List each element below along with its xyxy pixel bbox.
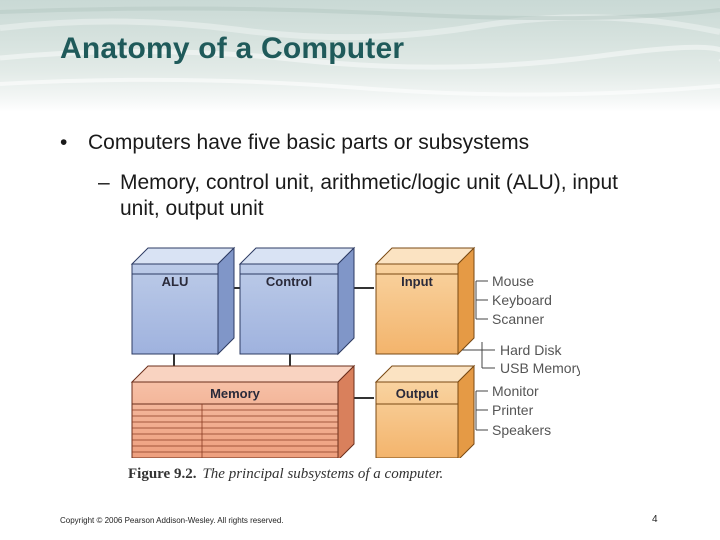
header-background: [0, 0, 720, 112]
control-unit: Control: [238, 246, 356, 356]
alu-label: ALU: [162, 274, 189, 289]
figure-number: Figure 9.2.: [128, 466, 197, 482]
device-label: Printer: [492, 402, 534, 418]
slide-title: Anatomy of a Computer: [60, 32, 405, 65]
output-label: Output: [396, 386, 439, 401]
control-label: Control: [266, 274, 312, 289]
device-leader-lines: [462, 280, 495, 431]
computer-subsystems-diagram: ALU Control Memory Input: [130, 246, 580, 458]
bullet-item: • Computers have five basic parts or subs…: [60, 131, 529, 155]
device-label: Keyboard: [492, 292, 552, 308]
sub-bullet-text: Memory, control unit, arithmetic/logic u…: [120, 171, 618, 220]
output-unit: Output: [374, 364, 476, 458]
memory-unit: Memory: [130, 364, 356, 458]
device-label: Speakers: [492, 422, 551, 438]
device-label: Monitor: [492, 383, 539, 399]
memory-cell-grid: [132, 404, 338, 458]
device-label: Hard Disk: [500, 342, 562, 358]
sub-bullet-marker: –: [98, 171, 110, 194]
page-number: 4: [652, 514, 658, 525]
device-label: USB Memory: [500, 360, 580, 376]
device-label: Mouse: [492, 273, 534, 289]
figure-caption: Figure 9.2. The principal subsystems of a…: [128, 466, 443, 483]
bullet-text: Computers have five basic parts or subsy…: [88, 131, 530, 154]
alu-unit: ALU: [130, 246, 236, 356]
sub-bullet-item: – Memory, control unit, arithmetic/logic…: [98, 170, 658, 222]
copyright-notice: Copyright © 2006 Pearson Addison-Wesley.…: [60, 516, 284, 525]
device-label: Scanner: [492, 311, 544, 327]
figure-caption-text: The principal subsystems of a computer.: [202, 466, 444, 482]
input-unit: Input: [374, 246, 476, 356]
bullet-marker: •: [60, 131, 68, 154]
input-label: Input: [401, 274, 433, 289]
memory-label: Memory: [210, 386, 261, 401]
wave-texture: [0, 6, 720, 97]
